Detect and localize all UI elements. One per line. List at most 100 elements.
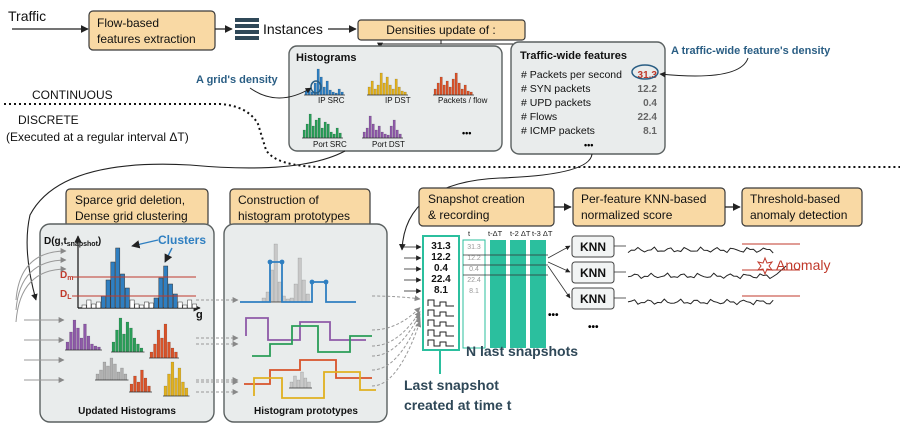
- traffic-wide-title: Traffic-wide features: [520, 50, 627, 62]
- hist-port-dst-bar: [386, 134, 390, 139]
- threshold-label-1: Threshold-based: [750, 192, 840, 206]
- hist-port-src-bar: [329, 131, 333, 139]
- knn-block: [571, 235, 615, 258]
- updated-hist-port-src-bar: [111, 341, 116, 353]
- updated-hist-ip-dst-bar: [177, 367, 182, 397]
- hist-ip-src-bar: [331, 91, 335, 96]
- prototype-blue-line: [240, 261, 356, 303]
- hist-ip-src-bar: [325, 80, 329, 96]
- snapshot-column-label: t-2 ΔT: [510, 229, 531, 238]
- updated-hist-port-src-bar: [122, 333, 126, 353]
- hist-port-dst-bar: [398, 133, 402, 139]
- snapshot-to-knn-link: [547, 265, 571, 299]
- density-highlight: [631, 64, 659, 80]
- hist-ip-dst-bar: [391, 88, 395, 96]
- signal-line: [627, 298, 774, 306]
- hist-port-src-bar: [320, 127, 324, 139]
- anomaly-label: Anomaly: [776, 257, 830, 273]
- prototype-point: [267, 259, 273, 265]
- hist-ip-dst-bar: [400, 90, 404, 96]
- hist-packets-flow-bar: [454, 72, 458, 96]
- snapshot-values: 31.312.20.422.48.1: [427, 241, 454, 347]
- hist-packets-flow-bar: [445, 80, 449, 96]
- hist-port-src-bar: [323, 121, 327, 139]
- grid-density-arrow: [249, 87, 312, 99]
- traffic-wide-item-value: 22.4: [638, 112, 658, 123]
- snapshot-column-prev: [462, 239, 486, 349]
- cluster-bar: [192, 303, 197, 309]
- updated-hist-ip-src-bar: [136, 381, 141, 393]
- snapshot-prev-value: 22.4: [467, 277, 481, 284]
- updated-hist-port-src-bar: [115, 329, 119, 353]
- hist-ip-dst-bar: [373, 88, 377, 96]
- grid-density-annotation: A grid's density: [196, 74, 279, 86]
- hist-ip-dst-bar: [394, 78, 398, 96]
- traffic-wide-item-value: 0.4: [643, 98, 657, 109]
- traffic-wide-item-value: 31.3: [638, 70, 658, 81]
- cluster-bar: [124, 287, 130, 309]
- input-to-cluster-arrow: [15, 248, 67, 301]
- prototype-grey-small-bar: [293, 375, 297, 389]
- hist-port-dst-bar: [362, 131, 366, 139]
- cluster-bar: [139, 304, 145, 309]
- updated-hist-grey-bar: [116, 371, 121, 381]
- prototype-grey-hist-bar: [297, 257, 302, 303]
- dl-label: DL: [60, 289, 72, 301]
- hist-label-ip-dst: IP DST: [385, 96, 411, 105]
- updated-hist-ip-src-bar: [133, 375, 137, 393]
- n-last-snapshots-label: N last snapshots: [466, 343, 578, 359]
- updated-hist-ip-dst-bar: [181, 381, 185, 397]
- cluster-bar: [129, 299, 135, 309]
- snapshot-value: 8.1: [434, 285, 448, 296]
- updated-hist-port-src-bar: [129, 327, 133, 353]
- snapshot-to-knn-link: [547, 261, 571, 273]
- discrete-label: DISCRETE: [18, 113, 79, 127]
- hist-ip-src-bar: [340, 91, 344, 96]
- updated-histograms-caption: Updated Histograms: [78, 406, 176, 417]
- prototype-grey-hist-bar: [277, 281, 282, 303]
- flow-extraction-box: [88, 10, 216, 51]
- prototype-grey-small-bar: [296, 379, 301, 389]
- prototype-to-snapshot-arrow: [371, 307, 421, 331]
- hist-ip-dst-bar: [388, 84, 392, 96]
- cluster-bar: [115, 247, 121, 309]
- knn-block: [571, 287, 615, 310]
- hist-packets-flow-bar: [457, 82, 461, 96]
- updated-hist-grey-bar: [95, 373, 100, 381]
- hist-port-dst-bar: [371, 123, 375, 139]
- updated-hist-ip-dst-bar: [184, 387, 189, 397]
- updated-hist-ip-src-bar: [140, 369, 144, 393]
- updated-hist-packets-bar: [160, 337, 164, 359]
- prototype-grey-hist-bar: [273, 243, 278, 303]
- cluster-bar: [153, 297, 159, 309]
- hist-port-dst-bar: [368, 115, 372, 139]
- hist-packets-flow-bar: [442, 84, 446, 96]
- cluster-bar: [182, 304, 188, 309]
- updated-hist-grey-bar: [120, 367, 124, 381]
- sparse-grid-label-2: Dense grid clustering: [75, 209, 188, 223]
- updated-hist-port-dst-bar: [65, 341, 70, 351]
- prototype-grey-hist-bar: [301, 279, 306, 303]
- cluster-bar: [158, 277, 164, 309]
- cluster-bar: [187, 299, 193, 309]
- hist-label-ip-src: IP SRC: [318, 96, 345, 105]
- updated-hist-port-dst-bar: [83, 323, 87, 351]
- hist-port-src-bar: [335, 127, 339, 139]
- cluster-bar: [105, 279, 111, 309]
- hist-port-src-bar: [311, 125, 315, 139]
- traffic-wide-panel: [510, 41, 666, 155]
- prototype-grey-hist-bar: [265, 291, 270, 303]
- knn-score-label-2: normalized score: [581, 208, 673, 222]
- flow-arrows: [15, 244, 422, 395]
- hist-port-dst-bar: [374, 129, 378, 139]
- traffic-wide-item-name: # UPD packets: [521, 97, 591, 109]
- updated-hist-port-dst-bar: [97, 346, 101, 351]
- updated-hist-port-dst-bar: [86, 335, 91, 351]
- input-to-cluster-arrow: [15, 257, 67, 311]
- snapshot-label-2: & recording: [428, 208, 489, 222]
- hist-port-dst-bar: [383, 133, 387, 139]
- snapshot-columns: 31.312.20.422.48.1: [462, 239, 548, 349]
- traffic-wide-ellipsis: •••: [584, 140, 593, 150]
- hist-port-src-bar: [317, 117, 321, 139]
